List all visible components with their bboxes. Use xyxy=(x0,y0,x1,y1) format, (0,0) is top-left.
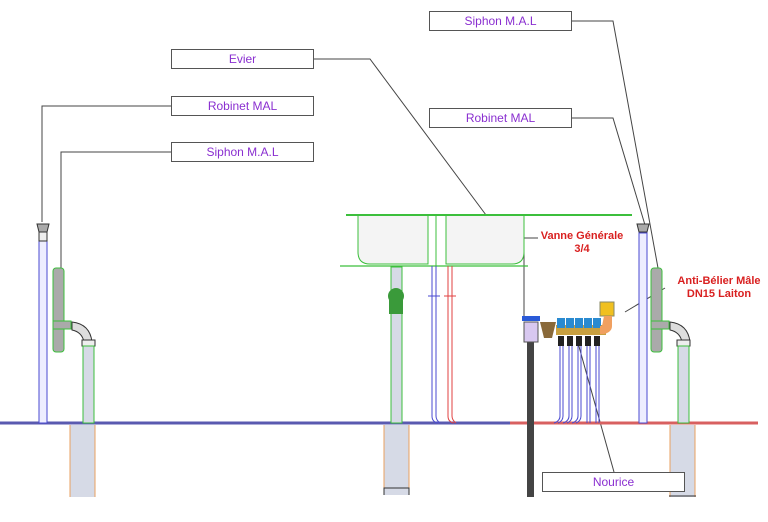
anti-belier xyxy=(599,301,615,334)
annotation-vanne-generale: Vanne Générale 3/4 xyxy=(532,230,632,256)
leader-siphon-left xyxy=(60,151,172,268)
antibelier-line2: DN15 Laiton xyxy=(686,288,752,300)
label-robinet-right: Robinet MAL xyxy=(429,108,572,128)
leader-siphon-right xyxy=(571,20,659,269)
vanne-generale xyxy=(522,316,540,343)
annotation-anti-belier: Anti-Bélier Mâle DN15 Laiton xyxy=(664,275,768,301)
label-nourice: Nourice xyxy=(542,472,685,492)
drain-underground-left xyxy=(69,425,96,497)
vanne-line2: 3/4 xyxy=(574,243,590,255)
label-siphon-left: Siphon M.A.L xyxy=(171,142,314,162)
manifold-outlets xyxy=(557,318,601,328)
leader-robinet-left xyxy=(41,105,172,222)
siphon-right xyxy=(650,267,691,424)
manifold xyxy=(553,318,606,424)
sink-cold-supply xyxy=(428,266,441,424)
sink-drain xyxy=(388,266,404,424)
sink xyxy=(340,214,632,267)
drain-underground-center xyxy=(383,425,410,495)
leader-evier xyxy=(312,58,487,216)
siphon-left xyxy=(52,267,96,424)
label-robinet-left: Robinet MAL xyxy=(171,96,314,116)
vanne-line1: Vanne Générale xyxy=(540,230,624,242)
faucet-right xyxy=(636,223,650,424)
filter xyxy=(540,322,556,338)
antibelier-line1: Anti-Bélier Mâle xyxy=(677,275,761,287)
label-evier: Evier xyxy=(171,49,314,69)
sink-hot-supply xyxy=(444,266,457,424)
label-siphon-top-right: Siphon M.A.L xyxy=(429,11,572,31)
leader-robinet-right xyxy=(571,117,646,226)
faucet-left xyxy=(36,223,50,424)
main-supply-pipe xyxy=(527,340,534,497)
